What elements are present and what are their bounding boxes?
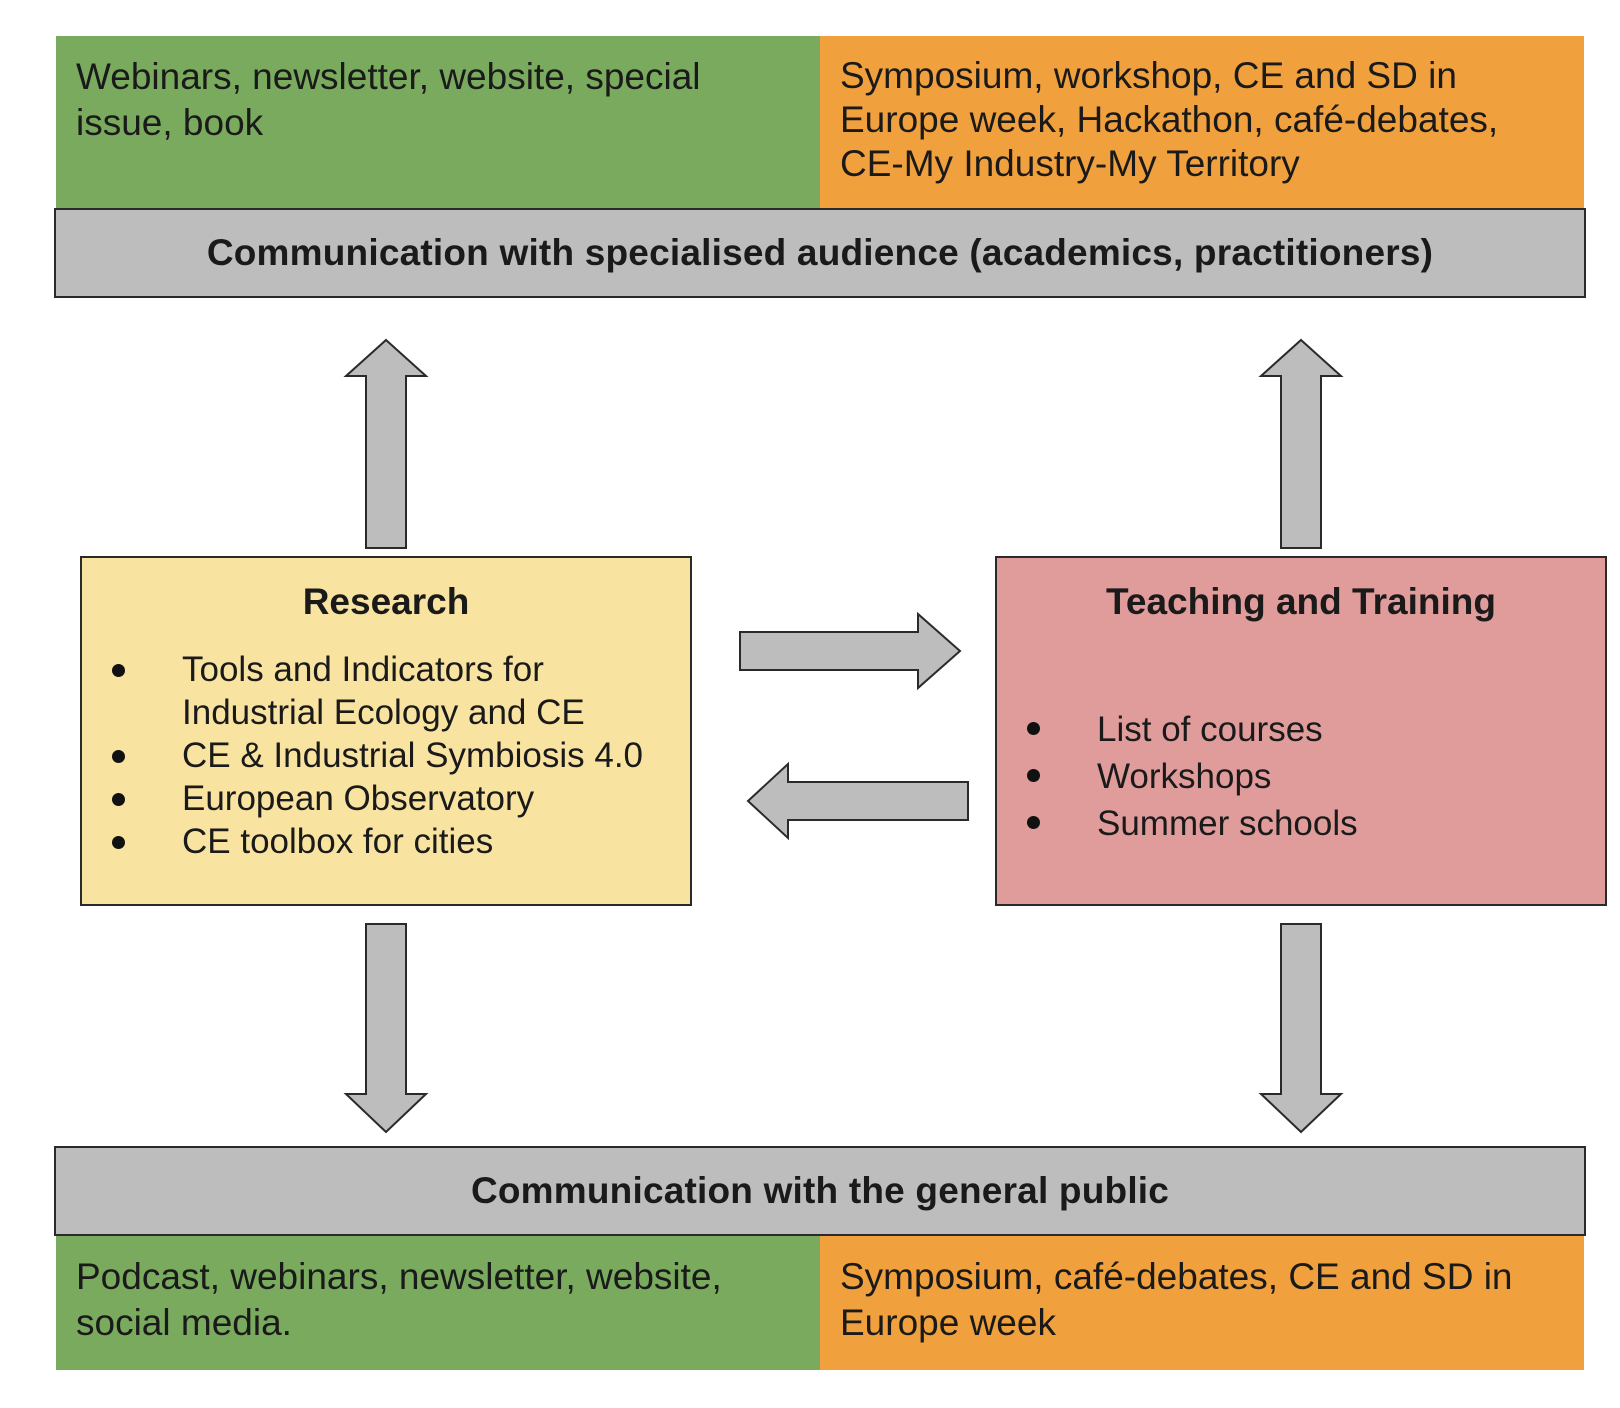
general-public-title: Communication with the general public [470, 1170, 1170, 1211]
public-online-channels-text: Podcast, webinars, newsletter, website, … [76, 1256, 722, 1343]
research-list: Tools and Indicators for Industrial Ecol… [82, 648, 690, 863]
arrow-right-icon [739, 611, 962, 691]
research-title: Research [302, 581, 470, 622]
specialised-events: Symposium, workshop, CE and SD in Europe… [820, 36, 1584, 208]
general-public-bar: Communication with the general public [54, 1146, 1586, 1236]
specialised-online-channels-text: Webinars, newsletter, website, special i… [76, 56, 701, 143]
research-box: Research Tools and Indicators for Indust… [80, 556, 692, 906]
specialised-online-channels: Webinars, newsletter, website, special i… [56, 36, 820, 208]
research-item-text: Tools and Indicators for Industrial Ecol… [182, 650, 585, 732]
arrow-up-right-icon [1258, 338, 1344, 549]
teaching-item-text: Summer schools [1097, 804, 1358, 843]
teaching-item: Summer schools [997, 800, 1605, 847]
research-item: Tools and Indicators for Industrial Ecol… [82, 648, 690, 734]
research-item-text: CE toolbox for cities [182, 822, 494, 861]
public-events-text: Symposium, café-debates, CE and SD in Eu… [840, 1256, 1513, 1343]
specialised-events-text: Symposium, workshop, CE and SD in Europe… [840, 55, 1499, 184]
arrow-down-right-icon [1258, 923, 1344, 1134]
teaching-item-text: List of courses [1097, 710, 1323, 749]
teaching-item-text: Workshops [1097, 757, 1272, 796]
arrow-down-left-icon [343, 923, 429, 1134]
specialised-audience-title: Communication with specialised audience … [206, 232, 1434, 273]
research-item-text: CE & Industrial Symbiosis 4.0 [182, 736, 644, 775]
arrow-left-icon [746, 761, 969, 841]
specialised-audience-bar: Communication with specialised audience … [54, 208, 1586, 298]
teaching-title: Teaching and Training [1106, 581, 1496, 622]
teaching-item: Workshops [997, 753, 1605, 800]
public-online-channels: Podcast, webinars, newsletter, website, … [56, 1236, 820, 1370]
research-item: CE toolbox for cities [82, 820, 690, 863]
teaching-list: List of courses Workshops Summer schools [997, 706, 1605, 847]
public-events: Symposium, café-debates, CE and SD in Eu… [820, 1236, 1584, 1370]
research-item: CE & Industrial Symbiosis 4.0 [82, 734, 690, 777]
teaching-box: Teaching and Training List of courses Wo… [995, 556, 1607, 906]
research-item: European Observatory [82, 777, 690, 820]
research-item-text: European Observatory [182, 779, 535, 818]
teaching-item: List of courses [997, 706, 1605, 753]
arrow-up-left-icon [343, 338, 429, 549]
